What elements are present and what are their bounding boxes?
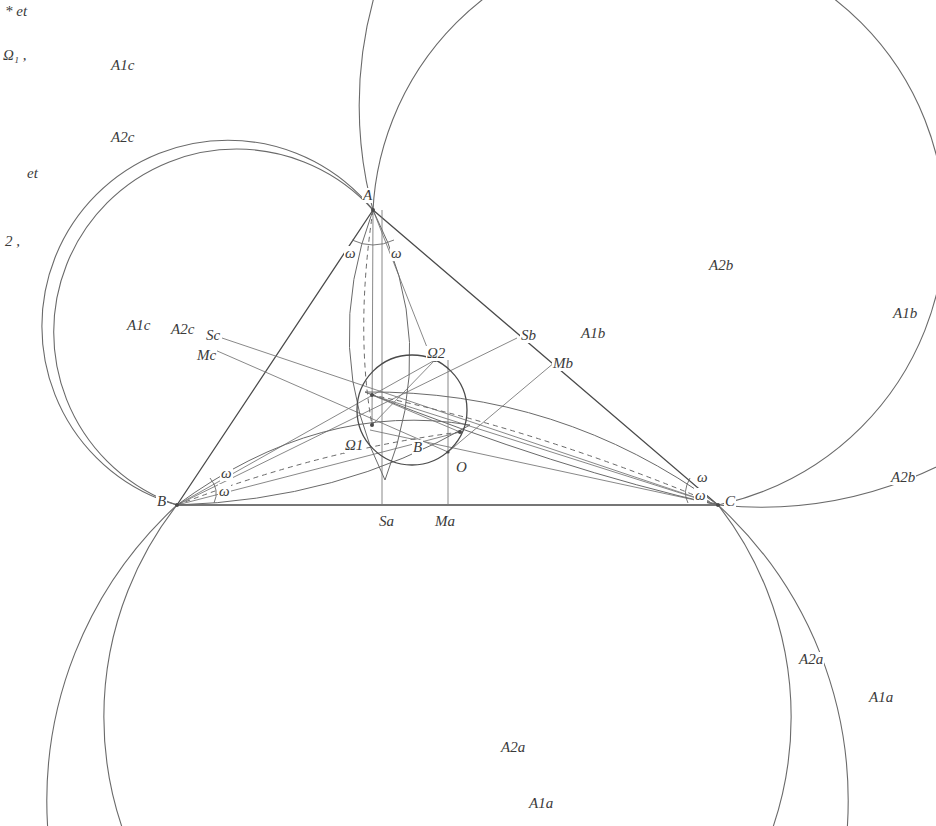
point-label: O <box>455 460 468 475</box>
point-label: A1b <box>892 306 918 321</box>
construction-circle <box>54 149 420 515</box>
point-label: Sc <box>205 328 221 343</box>
point-label: Mb <box>552 356 574 371</box>
point-label: A1c <box>110 58 135 73</box>
point-label: A1b <box>580 326 606 341</box>
point-label: A2b <box>890 470 916 485</box>
point-label: A1a <box>868 690 894 705</box>
construction-circle <box>42 140 414 512</box>
angle-label: ω <box>220 466 233 481</box>
point-label: A2c <box>170 322 195 337</box>
point-label: Ω1 <box>344 438 364 453</box>
point-label: Ma <box>434 514 456 529</box>
lens-arcs <box>177 210 718 505</box>
angle-label: ω <box>218 484 231 499</box>
point-label: Mc <box>196 348 217 363</box>
point-label: et <box>26 166 39 181</box>
point-label: A2c <box>110 130 135 145</box>
point-label: A1a <box>528 796 554 811</box>
construction-circle <box>373 0 936 511</box>
angle-marks <box>210 240 690 503</box>
point-label: Sa <box>378 514 395 529</box>
point-label: A2a <box>798 652 824 667</box>
angle-label: ω <box>696 470 709 485</box>
construction-lines <box>177 210 718 505</box>
point-label: A1c <box>126 318 151 333</box>
angle-label: ω <box>344 246 357 261</box>
points <box>143 208 721 802</box>
construction-circle <box>359 0 936 507</box>
angle-label: ω <box>390 246 403 261</box>
point-label: A <box>362 188 373 203</box>
point-label: C <box>724 494 736 509</box>
angle-label: ω <box>694 488 707 503</box>
brocard-circle <box>357 355 467 465</box>
point-label: B <box>156 494 167 509</box>
construction-circle <box>47 400 848 826</box>
point-label: A2b <box>708 258 734 273</box>
circle-arcs <box>42 0 936 826</box>
point-label: A2a <box>500 740 526 755</box>
construction-circle <box>104 373 791 826</box>
point-label: Ω2 <box>426 346 446 361</box>
point-label: Ω₁ , <box>2 48 28 63</box>
point-label: B <box>412 440 423 455</box>
triangle <box>177 210 718 505</box>
point-label: 2 , <box>4 234 21 249</box>
point-label: * et <box>4 4 28 19</box>
point-label: Sb <box>520 328 537 343</box>
